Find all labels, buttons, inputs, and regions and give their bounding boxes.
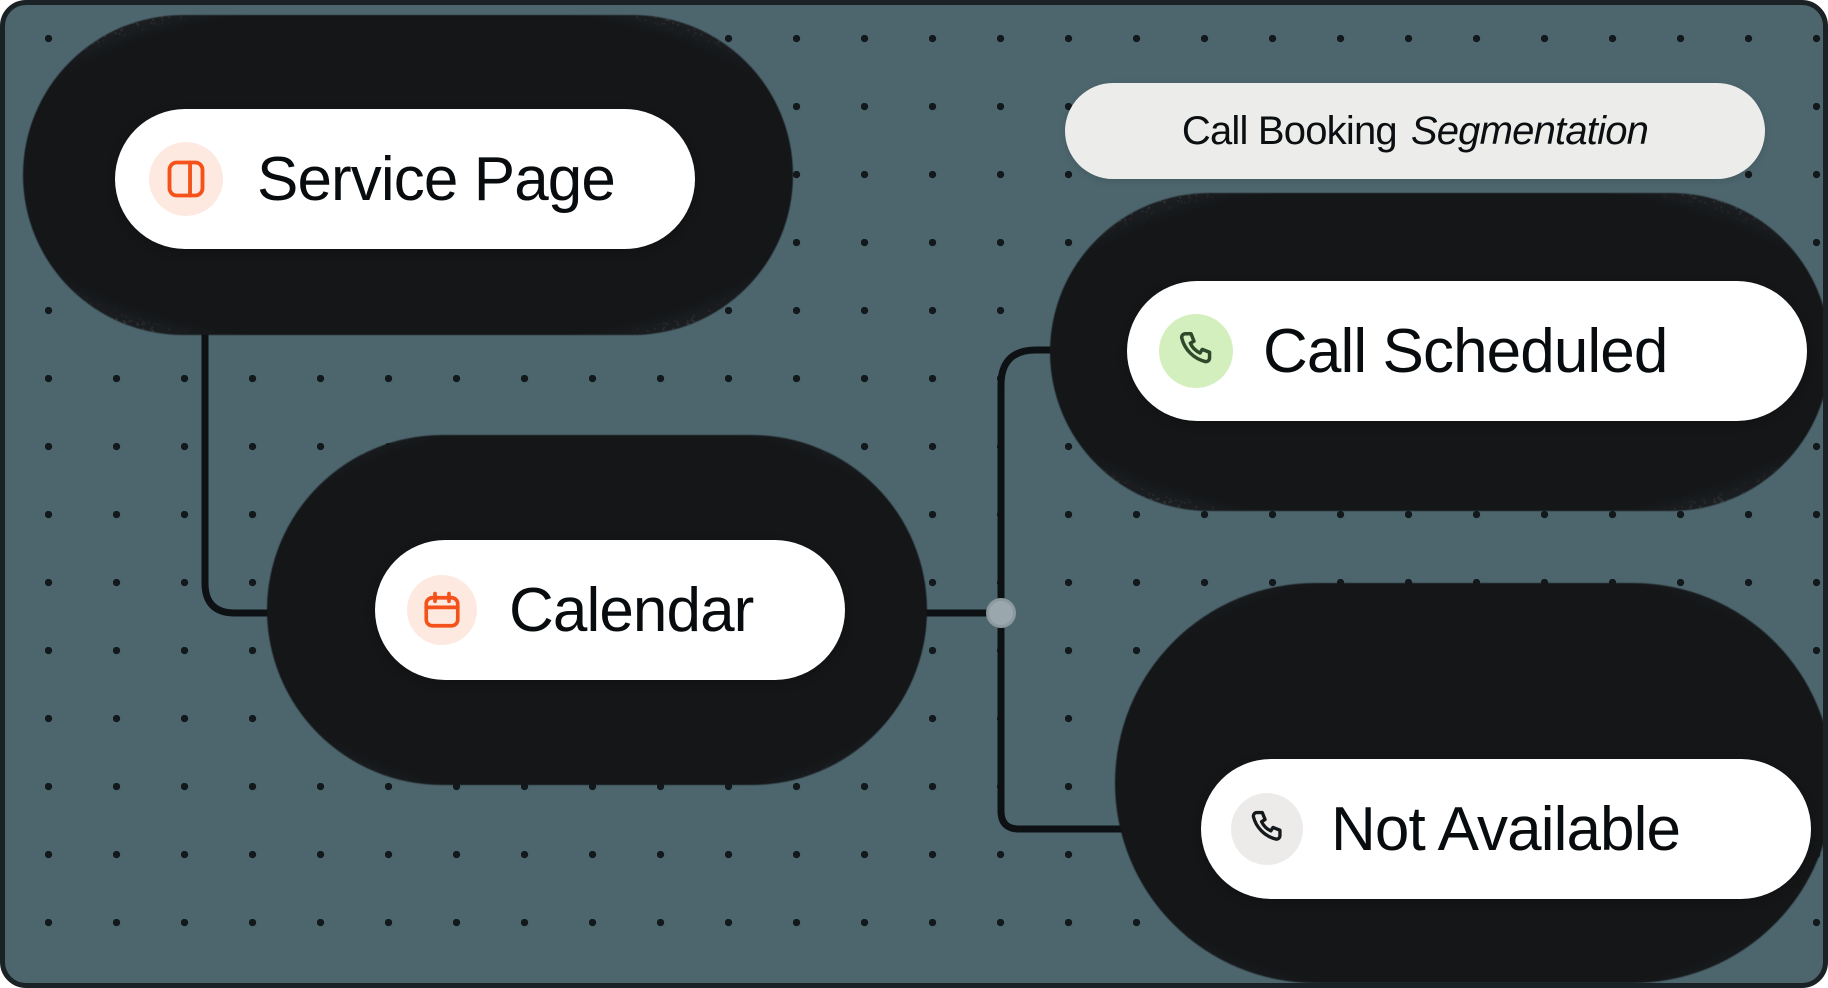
node-not-available[interactable]: Not Available bbox=[1201, 759, 1811, 899]
junction-dot-core bbox=[989, 601, 1013, 625]
segmentation-label-italic: Segmentation bbox=[1410, 108, 1649, 153]
node-label-calendar: Calendar bbox=[509, 575, 754, 645]
junction-dot bbox=[986, 598, 1016, 628]
node-calendar[interactable]: Calendar bbox=[375, 540, 845, 680]
layout-panel-icon bbox=[149, 142, 223, 216]
node-label-service-page: Service Page bbox=[257, 144, 616, 214]
calendar-icon bbox=[407, 575, 477, 645]
node-label-call-scheduled: Call Scheduled bbox=[1263, 316, 1668, 386]
call-booking-segmentation-banner: Call Booking Segmentation bbox=[1065, 83, 1765, 179]
node-label-not-available: Not Available bbox=[1331, 794, 1681, 864]
phone-icon bbox=[1159, 314, 1233, 388]
segmentation-label-regular: Call Booking bbox=[1181, 108, 1398, 153]
node-service-page[interactable]: Service Page bbox=[115, 109, 695, 249]
phone-icon bbox=[1231, 793, 1303, 865]
node-call-scheduled[interactable]: Call Scheduled bbox=[1127, 281, 1807, 421]
